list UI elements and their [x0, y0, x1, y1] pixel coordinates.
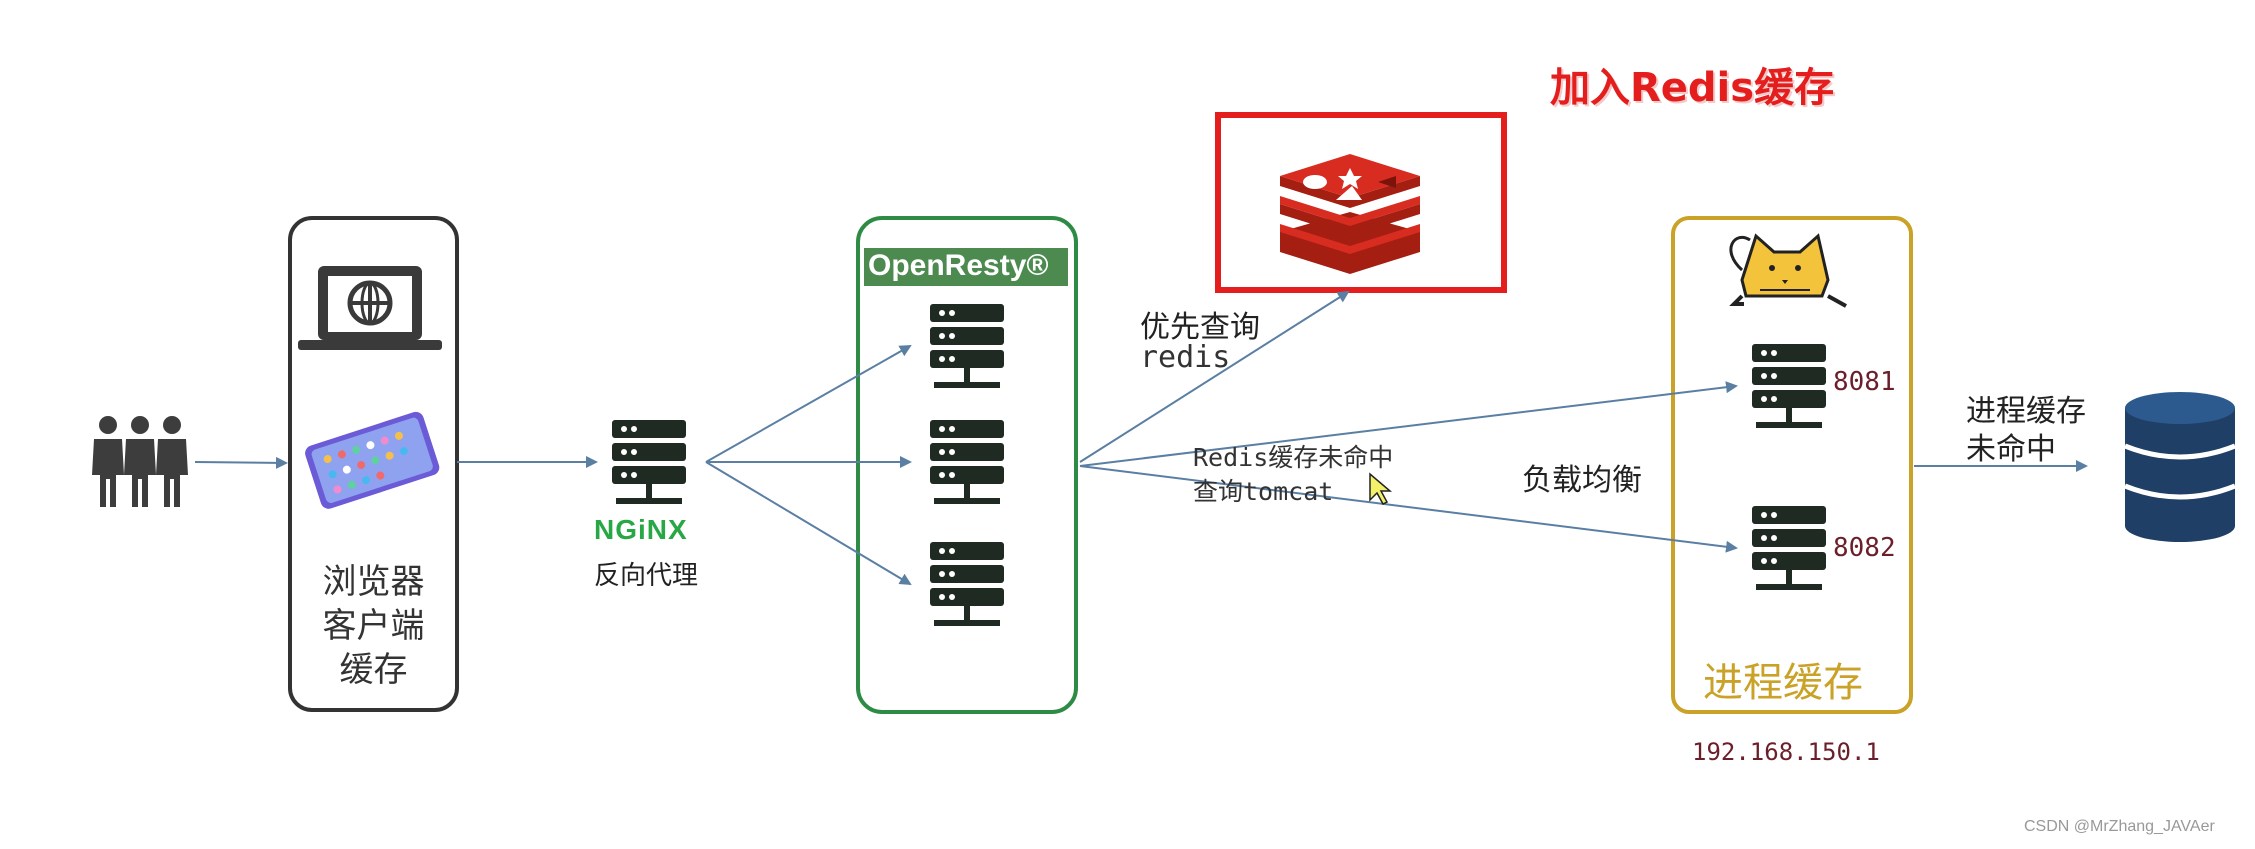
edge-label-redis-miss-2: 查询tomcat: [1193, 477, 1334, 506]
arrow-nginx-to-openresty-3: [705, 461, 912, 586]
flow-arrows: [194, 290, 2088, 586]
edge-label-prefer-redis-2: redis: [1140, 340, 1231, 375]
edge-label-prefer-redis-1: 优先查询: [1140, 310, 1260, 345]
port-8081-label: 8081: [1833, 367, 1896, 397]
nginx-logo-text: NGiNX: [594, 514, 688, 545]
users-icon: [92, 416, 188, 507]
watermark: CSDN @MrZhang_JAVAer: [2024, 818, 2215, 835]
port-8082-label: 8082: [1833, 533, 1896, 563]
redis-logo-icon: [1280, 154, 1420, 274]
openresty-box: [856, 216, 1078, 714]
arrow-openresty-to-redis: [1079, 290, 1350, 463]
laptop-icon: [298, 266, 442, 350]
browser-label-line-1: 浏览器: [322, 562, 425, 602]
edge-label-process-miss-2: 未命中: [1966, 432, 2056, 467]
nginx-caption: 反向代理: [594, 561, 699, 591]
database-icon: [2124, 392, 2236, 542]
arrow-users-to-browser: [194, 456, 288, 469]
mouse-cursor-icon: [1369, 472, 1393, 505]
nginx-server-icon: [612, 420, 686, 504]
browser-label-line-2: 客户端: [322, 606, 425, 646]
process-cache-label: 进程缓存: [1703, 660, 1863, 706]
redis-highlight-box: [1215, 112, 1507, 293]
page-title: 加入Redis缓存: [1550, 65, 1835, 111]
edge-label-load-balance: 负载均衡: [1522, 463, 1642, 498]
openresty-header: [864, 248, 1068, 286]
tomcat-logo-icon: [1729, 233, 1847, 308]
arrow-openresty-to-8082: [1079, 465, 1738, 553]
arrow-nginx-to-openresty-1: [705, 345, 912, 463]
tomcat-box: [1671, 216, 1913, 714]
browser-label-line-3: 缓存: [339, 650, 408, 690]
tomcat-ip-label: 192.168.150.1: [1692, 738, 1880, 766]
openresty-title: OpenResty®: [868, 249, 1049, 282]
edge-label-redis-miss-1: Redis缓存未命中: [1193, 443, 1394, 472]
arrow-openresty-to-8081: [1079, 381, 1738, 467]
edge-label-process-miss-1: 进程缓存: [1966, 394, 2086, 429]
browser-cache-label: 浏览器 客户端 缓存: [290, 560, 457, 692]
smartphone-icon: [305, 411, 440, 509]
